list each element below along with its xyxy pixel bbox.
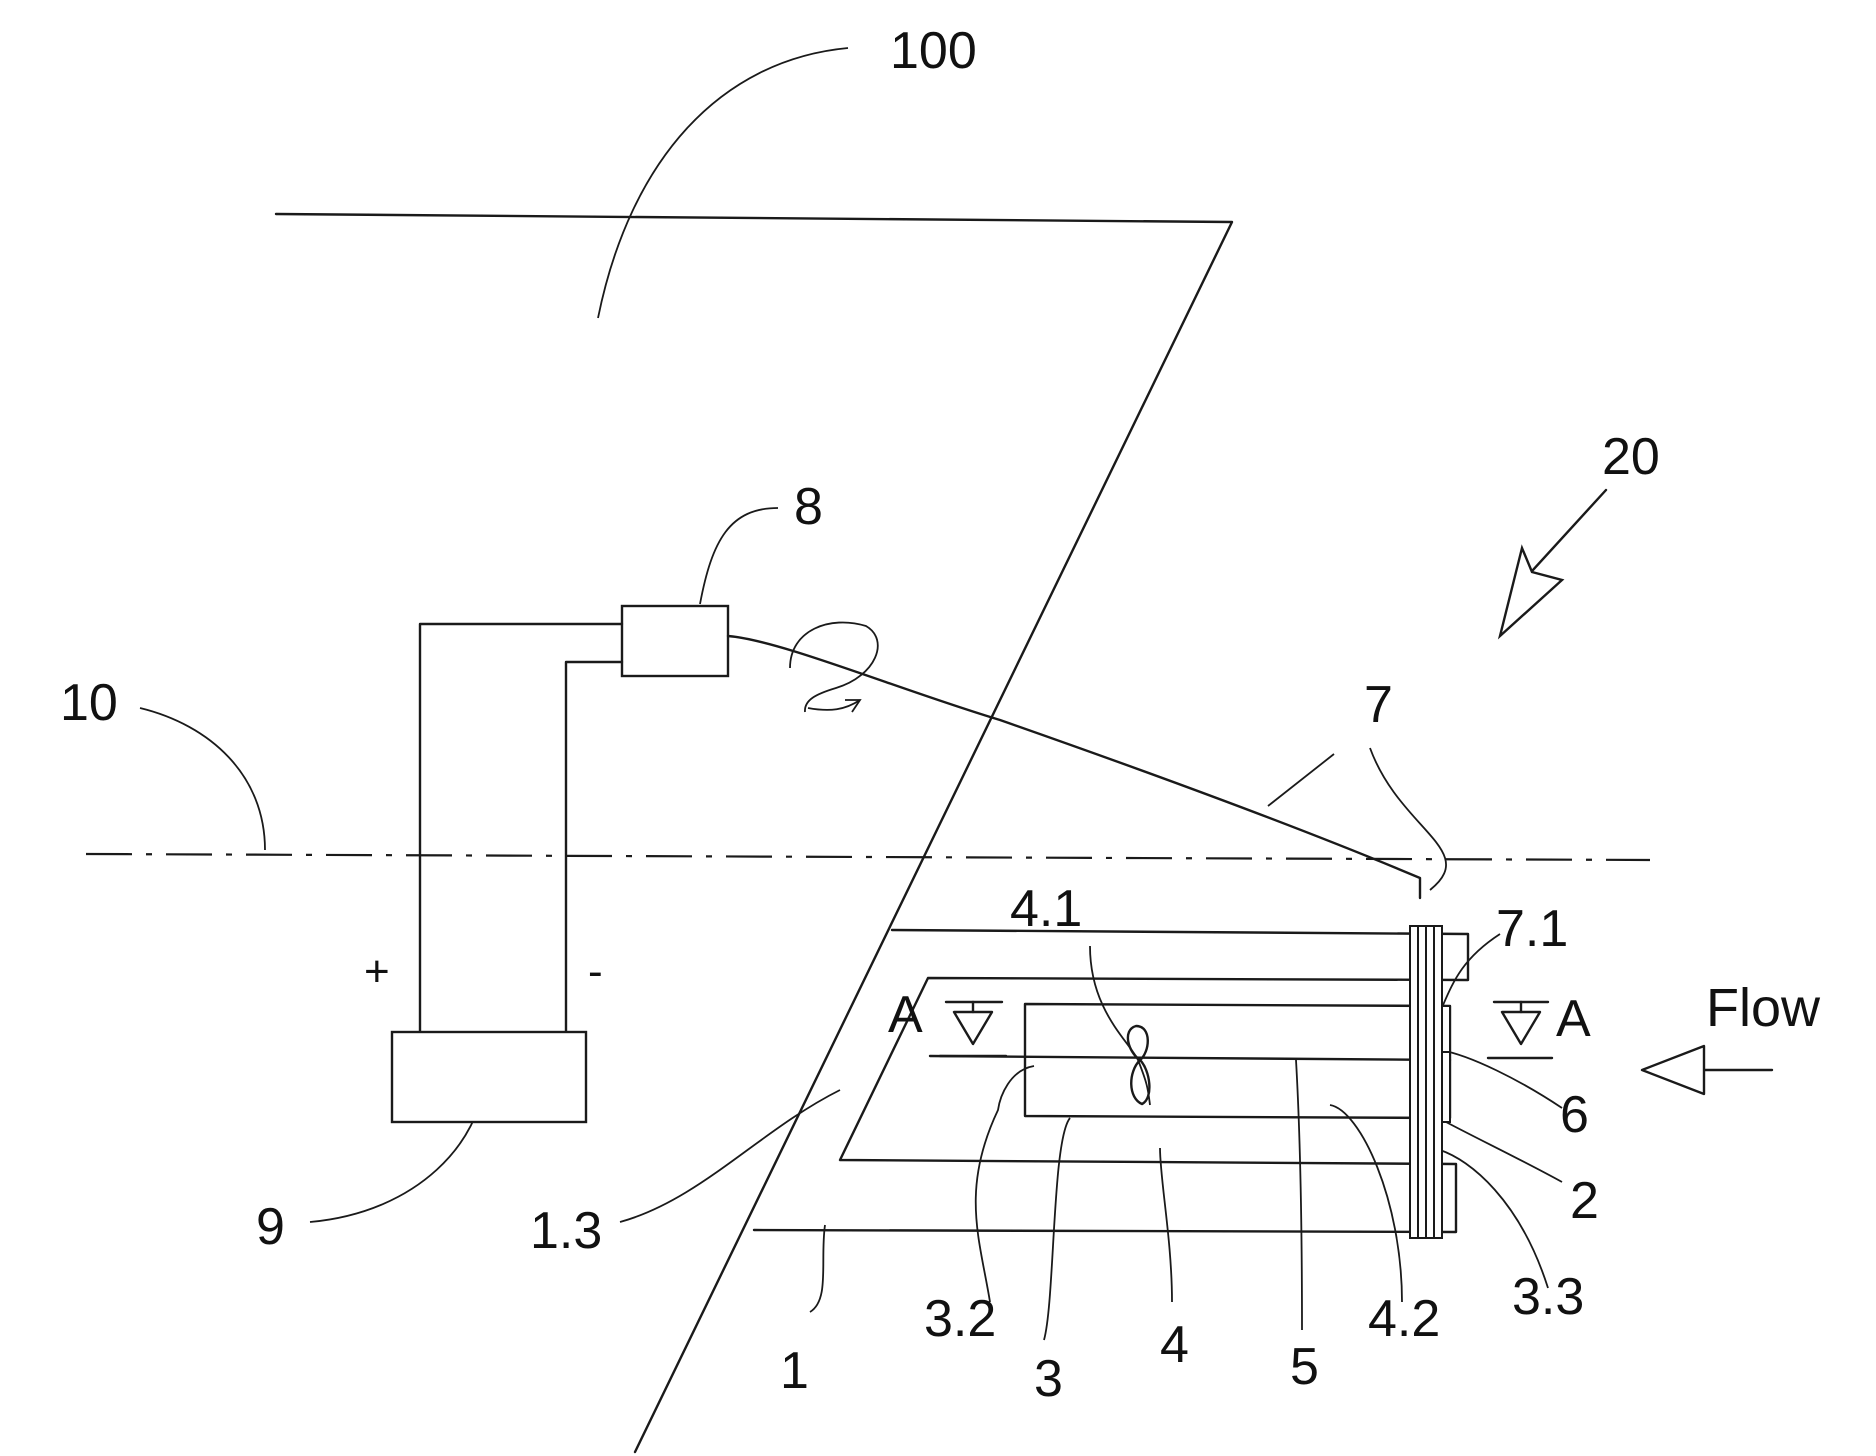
leader-1-3 bbox=[620, 1090, 840, 1222]
battery-9-box bbox=[392, 1032, 586, 1122]
label-10: 10 bbox=[60, 674, 118, 732]
leader-7a bbox=[1268, 754, 1334, 806]
leader-4-1 bbox=[1090, 946, 1150, 1105]
label-minus: - bbox=[588, 947, 603, 996]
label-section-a-left: A bbox=[888, 986, 923, 1044]
leader-7-1 bbox=[1440, 934, 1500, 1012]
label-3-3: 3.3 bbox=[1512, 1268, 1584, 1326]
label-4-2: 4.2 bbox=[1368, 1290, 1440, 1348]
label-section-a-right: A bbox=[1556, 990, 1591, 1048]
label-8: 8 bbox=[794, 478, 823, 536]
label-9: 9 bbox=[256, 1198, 285, 1256]
leader-3 bbox=[1044, 1118, 1070, 1340]
leader-10 bbox=[140, 708, 265, 850]
section-marker-right bbox=[1488, 1002, 1552, 1058]
label-7: 7 bbox=[1364, 676, 1393, 734]
label-4: 4 bbox=[1160, 1316, 1189, 1374]
leader-5 bbox=[1296, 1060, 1302, 1330]
label-1: 1 bbox=[780, 1342, 809, 1400]
label-100: 100 bbox=[890, 22, 977, 80]
propeller-4 bbox=[1128, 1026, 1149, 1104]
label-6: 6 bbox=[1560, 1086, 1589, 1144]
leader-1 bbox=[810, 1225, 825, 1312]
rotation-symbol bbox=[790, 622, 878, 712]
flow-arrow bbox=[1642, 1046, 1772, 1094]
leader-4-2 bbox=[1330, 1105, 1402, 1302]
label-2: 2 bbox=[1570, 1172, 1599, 1230]
leader-7b bbox=[1370, 748, 1446, 890]
label-flow: Flow bbox=[1706, 978, 1821, 1038]
label-1-3: 1.3 bbox=[530, 1202, 602, 1260]
label-plus: + bbox=[364, 947, 390, 996]
label-3-2: 3.2 bbox=[924, 1290, 996, 1348]
label-7-1: 7.1 bbox=[1496, 900, 1568, 958]
device-arrow bbox=[1500, 490, 1606, 636]
inner-housing bbox=[930, 1004, 1450, 1118]
leader-2 bbox=[1446, 1122, 1562, 1182]
section-marker-left bbox=[940, 1002, 1006, 1056]
leader-100 bbox=[598, 48, 848, 318]
waterline bbox=[86, 854, 1650, 860]
generator-stack bbox=[1410, 926, 1450, 1238]
labels: 100 20 10 8 9 7 7.1 1.3 1 4.1 3.2 3 4 5 … bbox=[60, 22, 1821, 1408]
unit-8-box bbox=[622, 606, 728, 676]
label-3: 3 bbox=[1034, 1350, 1063, 1408]
label-20: 20 bbox=[1602, 428, 1660, 486]
support-frame bbox=[754, 930, 1468, 1232]
leader-lines bbox=[140, 48, 1562, 1340]
leader-4 bbox=[1160, 1148, 1172, 1302]
label-4-1: 4.1 bbox=[1010, 880, 1082, 938]
label-5: 5 bbox=[1290, 1338, 1319, 1396]
leader-8 bbox=[700, 508, 778, 604]
